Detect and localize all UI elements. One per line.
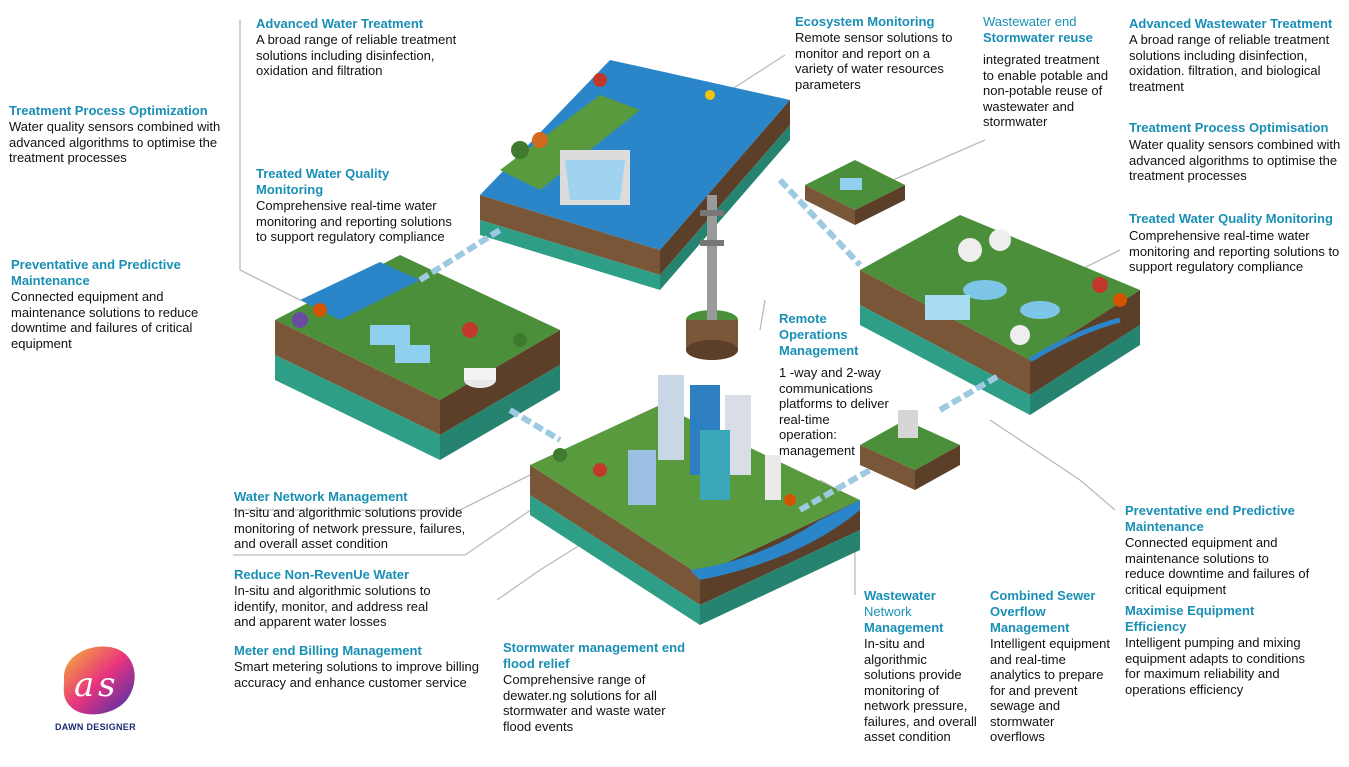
block-title: Reduce Non-RevenUe Water (234, 567, 410, 582)
block-desc: In-situ and algorithmic solutions provid… (864, 636, 977, 744)
block-desc: In-situ and algorithmic solutions to ide… (234, 583, 431, 629)
svg-text:s: s (98, 665, 115, 705)
pipes (418, 177, 1002, 513)
block-desc: Water quality sensors combined with adva… (1129, 137, 1341, 183)
block-title-light: Network (864, 604, 912, 619)
block-title: Treatment Process Optimization (9, 103, 208, 118)
block-desc: Intelligent equipment and real-time anal… (990, 636, 1110, 744)
block-desc: Water quality sensors combined with adva… (9, 119, 221, 165)
advanced-water-treatment: Advanced Water Treatment A broad range o… (256, 16, 461, 79)
block-desc: integrated treatment to enable potable a… (983, 52, 1109, 129)
preventative-maintenance-right: Preventative end Predictive Maintenance … (1125, 503, 1310, 597)
block-desc: Comprehensive real-time water monitoring… (256, 198, 452, 244)
block-title: Preventative and Predictive Maintenance (11, 257, 181, 288)
block-title-light: Wastewater end (983, 14, 1077, 29)
city-block (530, 375, 860, 625)
treatment-process-optimization-left: Treatment Process Optimization Water qua… (9, 103, 229, 166)
stormwater-management: Stormwater management end flood relief C… (503, 640, 688, 734)
block-desc: Connected equipment and maintenance solu… (11, 289, 199, 351)
block-desc: Remote sensor solutions to monitor and r… (795, 30, 953, 92)
water-treatment-block (275, 255, 560, 460)
block-title: Water Network Management (234, 489, 408, 504)
ecosystem-monitoring: Ecosystem Monitoring Remote sensor solut… (795, 14, 970, 92)
block-title: Treatment Process Optimisation (1129, 120, 1329, 135)
block-desc: A broad range of reliable treatment solu… (1129, 32, 1330, 94)
block-desc: Intelligent pumping and mixing equipment… (1125, 635, 1305, 697)
block-title: Remote Operations Management (779, 311, 859, 358)
water-network-management: Water Network Management In-situ and alg… (234, 489, 489, 552)
dam-reservoir-block (480, 60, 790, 290)
block-title: Combined Sewer Overflow Management (990, 588, 1096, 635)
block-desc: A broad range of reliable treatment solu… (256, 32, 457, 78)
logo-text: DAWN DESIGNER (55, 722, 136, 732)
block-title: Advanced Water Treatment (256, 16, 424, 31)
block-title-2: Management (864, 620, 944, 635)
wastewater-network-management: Wastewater Network Management In-situ an… (864, 588, 979, 745)
block-title: Wastewater (864, 588, 936, 603)
block-desc: 1 -way and 2-way communications platform… (779, 365, 889, 458)
svg-text:a: a (74, 665, 94, 705)
block-desc: Comprehensive range of dewater.ng soluti… (503, 672, 666, 734)
reuse-tile (805, 160, 905, 225)
block-desc: Comprehensive real-time water monitoring… (1129, 228, 1340, 274)
treated-water-quality-right: Treated Water Quality Monitoring Compreh… (1129, 209, 1344, 275)
block-title: Meter end Billing Management (234, 643, 422, 658)
block-desc: Smart metering solutions to improve bill… (234, 659, 479, 690)
block-title: Stormwater management end flood relief (503, 640, 686, 671)
treated-water-quality-left: Treated Water Quality Monitoring Compreh… (256, 166, 456, 245)
block-desc: In-situ and algorithmic solutions provid… (234, 505, 466, 551)
preventative-maintenance-left: Preventative and Predictive Maintenance … (11, 257, 216, 351)
block-desc: Connected equipment and maintenance solu… (1125, 535, 1310, 597)
remote-operations-management: Remote Operations Management 1 -way and … (779, 311, 889, 458)
block-title: Treated Water Quality Monitoring (256, 166, 390, 197)
block-title: Advanced Wastewater Treatment (1129, 16, 1333, 31)
cell-tower (686, 195, 738, 360)
wastewater-treatment-block (860, 215, 1140, 415)
maximise-equipment-efficiency: Maximise Equipment Efficiency Intelligen… (1125, 603, 1310, 697)
wastewater-stormwater-reuse: Wastewater end Stormwater reuse integrat… (983, 14, 1113, 130)
meter-billing-management: Meter end Billing Management Smart meter… (234, 643, 484, 690)
block-title: Treated Water Quality Monitoring (1129, 211, 1333, 226)
treatment-process-optimisation-right: Treatment Process Optimisation Water qua… (1129, 118, 1341, 184)
dawn-designer-logo-icon: a s (63, 646, 135, 715)
combined-sewer-overflow: Combined Sewer Overflow Management Intel… (990, 588, 1110, 745)
block-title: Ecosystem Monitoring (795, 14, 935, 29)
block-title: Preventative end Predictive Maintenance (1125, 503, 1295, 534)
reduce-non-revenue-water: Reduce Non-RevenUe Water In-situ and alg… (234, 567, 444, 630)
block-title: Stormwater reuse (983, 30, 1093, 45)
cso-tile (860, 410, 960, 490)
block-title: Maximise Equipment Efficiency (1125, 603, 1255, 634)
advanced-wastewater-treatment: Advanced Wastewater Treatment A broad ra… (1129, 16, 1341, 94)
